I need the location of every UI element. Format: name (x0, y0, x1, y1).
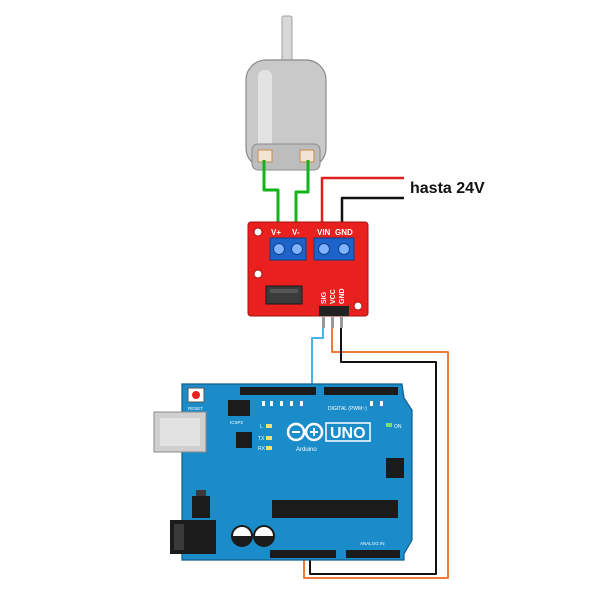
screw-terminal-power (313, 237, 355, 261)
icsp-header (386, 458, 404, 478)
orange-vcc-wire (303, 328, 449, 579)
reset-button-cap (192, 391, 200, 399)
led-l (266, 424, 272, 428)
black-power-wire (340, 196, 404, 232)
icsp2-header (228, 400, 250, 416)
led-label-rx: RX (258, 446, 266, 452)
pin-markers-top (262, 401, 383, 406)
led-rx (266, 446, 272, 450)
screw-icon (318, 243, 330, 255)
power-supply-label: hasta 24V (410, 180, 485, 197)
arduino-logo-symbols (292, 428, 318, 436)
led-label-tx: TX (258, 436, 265, 442)
terminal-label-v-minus: V- (292, 228, 300, 237)
screw-icon (338, 243, 350, 255)
mounting-hole-3 (353, 301, 363, 311)
pin-label-vcc: VCC (330, 289, 337, 304)
screw-terminal-motor (269, 237, 307, 261)
terminal-label-vin: VIN (317, 228, 331, 237)
icsp2-label: ICSP2 (230, 420, 244, 425)
on-led (386, 423, 392, 427)
uno-logo-text: UNO (330, 425, 366, 442)
terminal-label-v-plus: V+ (271, 228, 281, 237)
signal-wires (303, 328, 449, 579)
reset-label: RESET (188, 406, 203, 411)
usb-controller-chip (236, 432, 252, 448)
motor-shaft (281, 15, 293, 67)
arduino-uno: RESET ICSP2 DIGITAL (PWM~) L TX RX (153, 383, 413, 561)
screw-icon (273, 243, 285, 255)
screw-icon (291, 243, 303, 255)
voltage-regulator (192, 496, 210, 518)
mosfet-module: V+ V- VIN GND SIG VCC GND (247, 221, 369, 328)
green-wire-v-minus (294, 160, 310, 232)
analog-header-label: ANALOG IN (360, 541, 385, 546)
mounting-hole-2 (253, 269, 263, 279)
on-label: ON (394, 424, 402, 430)
digital-header-1 (240, 387, 316, 395)
power-wires (320, 176, 404, 232)
cyan-signal-wire (311, 328, 324, 388)
analog-header (346, 550, 400, 558)
arduino-brand-text: Arduino (296, 447, 317, 453)
led-label-l: L (260, 424, 263, 430)
mounting-hole-1 (253, 227, 263, 237)
digital-header-label: DIGITAL (PWM~) (328, 406, 367, 412)
terminal-label-gnd: GND (335, 228, 353, 237)
atmega-chip (272, 500, 398, 518)
motor-body-highlight (258, 70, 272, 160)
green-wire-v-plus (262, 160, 280, 232)
pin-label-sig: SIG (321, 291, 328, 304)
motor-wires (262, 160, 310, 232)
dc-motor (245, 15, 327, 171)
red-power-wire (320, 176, 404, 232)
arduino-board (181, 383, 413, 561)
black-gnd-wire (309, 328, 437, 575)
uno-logo-box (325, 422, 371, 442)
mosfet-chip (265, 285, 303, 305)
header-pins (319, 306, 349, 316)
led-tx (266, 436, 272, 440)
pin-label-gnd: GND (339, 288, 346, 304)
arduino-logo (286, 422, 324, 442)
digital-header-2 (324, 387, 398, 395)
power-header (270, 550, 336, 558)
